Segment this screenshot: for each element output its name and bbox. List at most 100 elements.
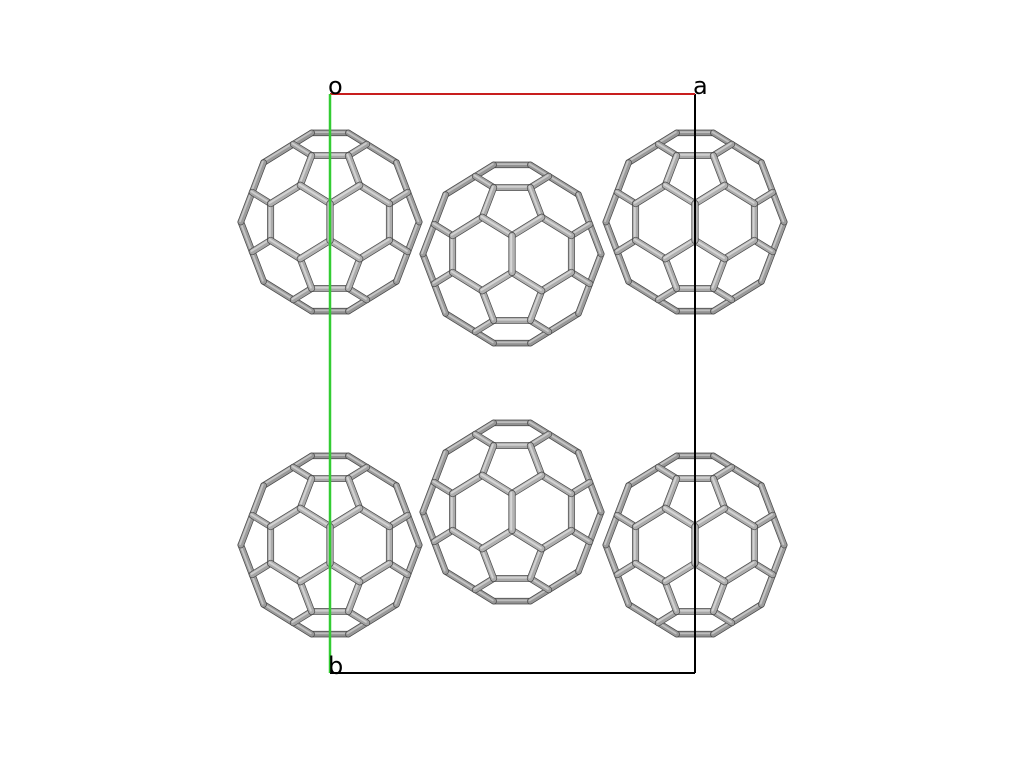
bond-highlight	[357, 506, 390, 527]
bond-highlight	[604, 543, 618, 575]
bond-highlight	[730, 602, 762, 623]
bond-highlight	[450, 473, 483, 494]
bond	[710, 255, 728, 292]
bond	[393, 572, 411, 608]
bond-highlight	[268, 238, 301, 259]
bond	[431, 527, 456, 545]
bond-highlight	[711, 476, 725, 509]
bond-highlight	[539, 528, 572, 549]
bond	[729, 278, 765, 303]
bond-highlight	[615, 238, 636, 252]
bond-highlight	[346, 465, 367, 479]
bond	[614, 560, 639, 578]
bond	[238, 512, 255, 548]
bond-highlight	[432, 222, 453, 236]
bond-highlight	[357, 183, 390, 204]
bond-highlight	[346, 579, 360, 612]
c60-molecule	[602, 452, 788, 638]
bond	[260, 464, 296, 489]
bond	[546, 568, 582, 593]
bond-highlight	[406, 190, 420, 223]
bond-highlight	[406, 543, 420, 575]
bond	[472, 575, 497, 593]
unit-cell	[328, 93, 696, 674]
bond-highlight	[510, 473, 542, 494]
bond-highlight	[291, 465, 312, 479]
bond-highlight	[771, 543, 785, 575]
bond	[632, 505, 669, 530]
bond-highlight	[473, 163, 494, 177]
bond	[662, 152, 680, 189]
bond-highlight	[406, 220, 420, 252]
bond-highlight	[576, 450, 590, 483]
bond	[356, 560, 393, 585]
bond-highlight	[443, 569, 476, 590]
bond-highlight	[656, 454, 677, 468]
bond-highlight	[250, 190, 271, 204]
bond-highlight	[450, 215, 483, 236]
bond	[527, 173, 552, 191]
bond-highlight	[432, 480, 453, 494]
bond-highlight	[346, 476, 360, 509]
bond	[614, 159, 632, 195]
bond	[345, 464, 370, 482]
bond-highlight	[615, 513, 636, 527]
bond-highlight	[250, 238, 271, 252]
bond-highlight	[328, 561, 360, 582]
bond-highlight	[759, 483, 773, 516]
bond-highlight	[510, 215, 542, 236]
bond	[662, 560, 698, 585]
bond-highlight	[588, 222, 602, 255]
bond	[575, 539, 593, 575]
bond-highlight	[528, 288, 542, 321]
bond-highlight	[394, 249, 408, 282]
bond	[290, 608, 315, 626]
bond-highlight	[239, 543, 253, 575]
bond	[692, 182, 728, 207]
bond	[249, 237, 274, 255]
bond	[472, 317, 497, 335]
bond-highlight	[432, 281, 446, 314]
bond	[345, 141, 370, 159]
bond	[449, 214, 486, 239]
bond-highlight	[539, 215, 572, 236]
bond-highlight	[604, 513, 618, 546]
bond-highlight	[711, 579, 725, 612]
bond-highlight	[633, 183, 666, 204]
bond	[386, 189, 411, 207]
bond	[692, 505, 728, 530]
bond	[527, 545, 545, 582]
bond-highlight	[693, 506, 725, 527]
bond-highlight	[480, 288, 494, 321]
bond-highlight	[268, 183, 301, 204]
bond	[393, 249, 411, 285]
bond-highlight	[365, 142, 397, 163]
bond-highlight	[626, 279, 659, 300]
bond-highlight	[547, 569, 579, 590]
bond	[662, 475, 680, 512]
bond-highlight	[421, 222, 435, 255]
bond	[345, 255, 363, 292]
bond-highlight	[663, 476, 677, 509]
bond-highlight	[298, 183, 331, 204]
bond-highlight	[473, 421, 494, 435]
bond-highlight	[633, 506, 666, 527]
bond-highlight	[394, 160, 408, 193]
bond-highlight	[615, 160, 629, 193]
bond-highlight	[298, 561, 331, 582]
bond-highlight	[771, 513, 785, 546]
bond-highlight	[346, 142, 367, 156]
bond	[479, 442, 497, 479]
bond-highlight	[663, 238, 696, 259]
bond-highlight	[432, 270, 453, 284]
bond	[431, 269, 456, 287]
bond-highlight	[450, 270, 483, 291]
bond	[364, 601, 400, 626]
bond	[662, 237, 698, 262]
bond-highlight	[261, 279, 294, 300]
bond-highlight	[528, 174, 549, 188]
bond-highlight	[588, 480, 602, 513]
bond-highlight	[528, 546, 542, 579]
